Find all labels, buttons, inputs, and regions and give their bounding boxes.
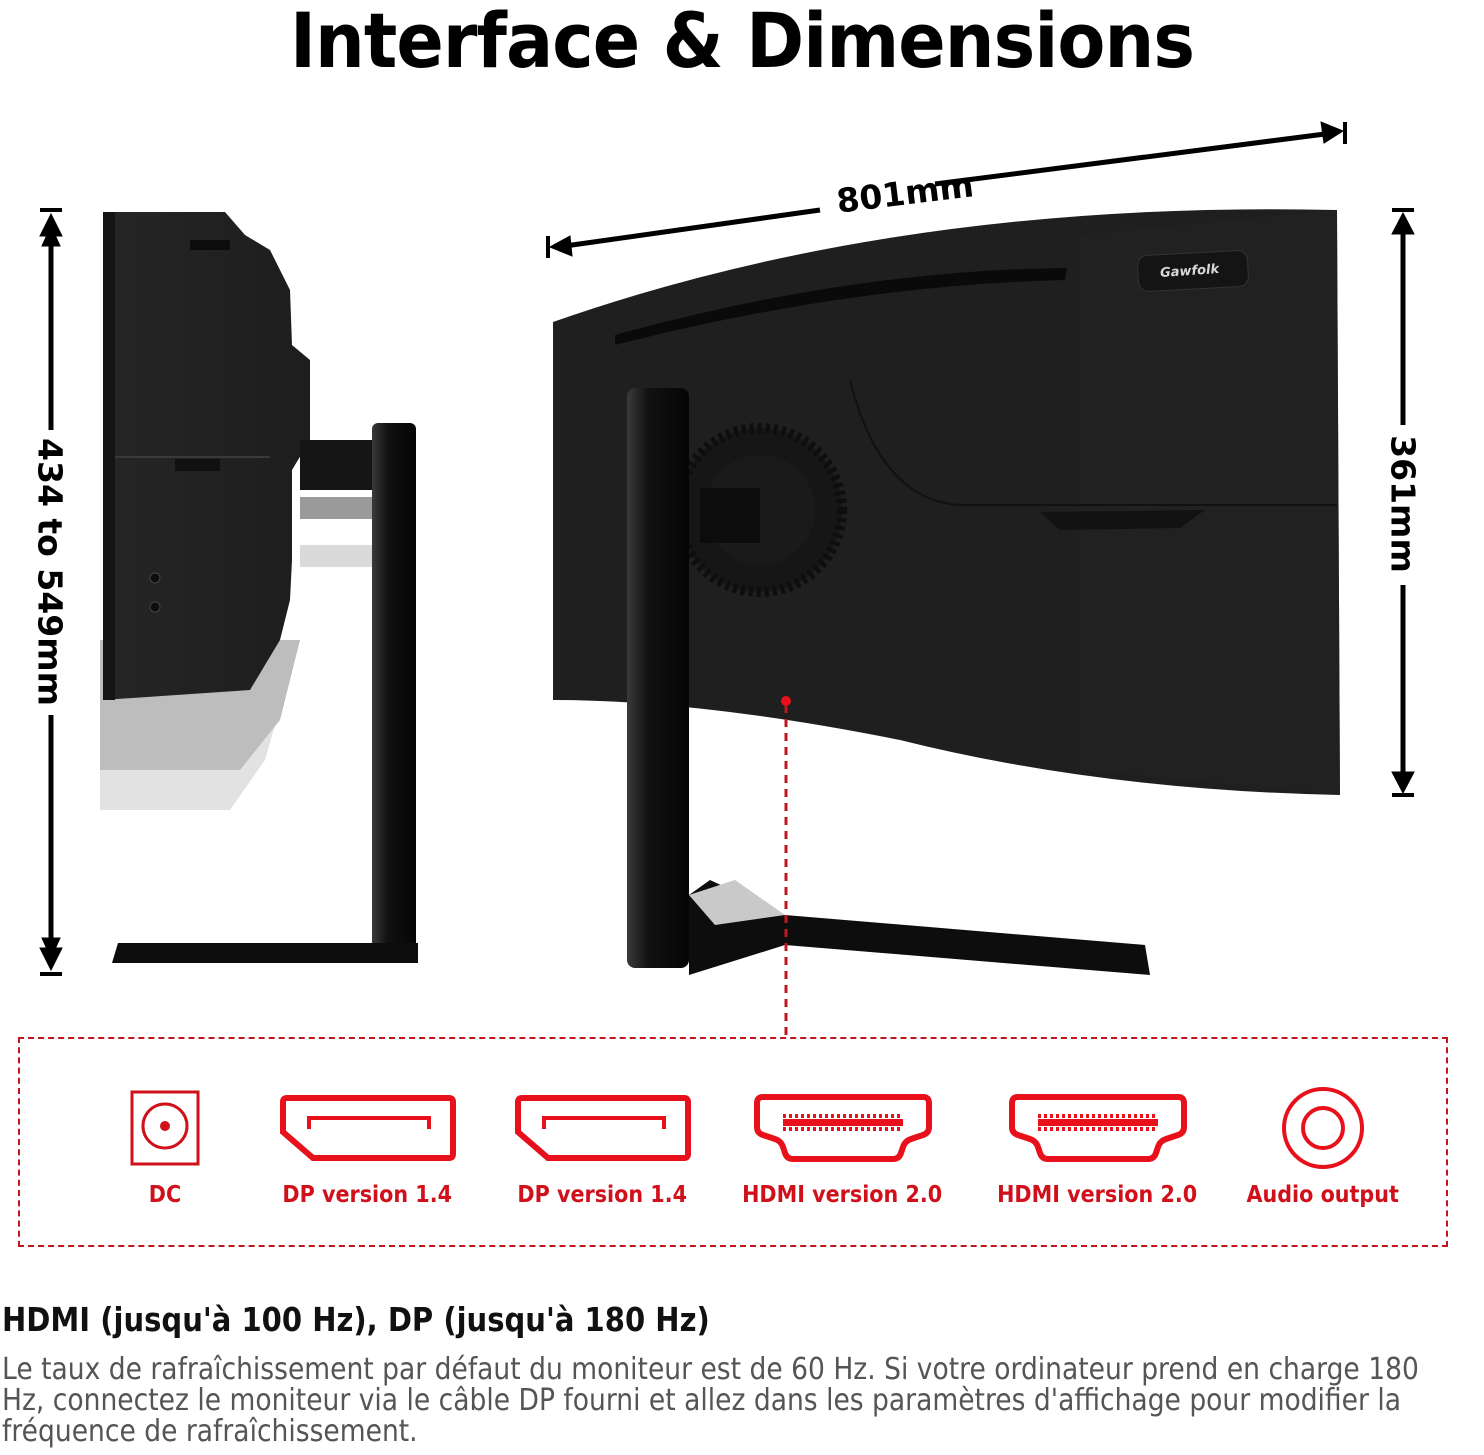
port-dp-2: DP version 1.4 — [505, 1085, 700, 1208]
port-label: Audio output — [1246, 1182, 1399, 1208]
hdmi-icon — [1008, 1085, 1188, 1170]
dc-power-icon — [130, 1085, 200, 1170]
page-title: Interface & Dimensions — [289, 0, 1195, 85]
port-dp-1: DP version 1.4 — [270, 1085, 465, 1208]
port-hdmi-2: HDMI version 2.0 — [985, 1085, 1210, 1208]
height-range-label: 434 to 549mm — [30, 438, 70, 706]
displayport-icon — [279, 1085, 457, 1170]
port-label: DP version 1.4 — [282, 1182, 453, 1208]
port-label: HDMI version 2.0 — [742, 1182, 943, 1208]
port-hdmi-1: HDMI version 2.0 — [730, 1085, 955, 1208]
ports-panel — [18, 1037, 1448, 1247]
monitor-illustration — [39, 121, 1415, 1037]
port-label: HDMI version 2.0 — [997, 1182, 1198, 1208]
port-dc: DC — [110, 1085, 220, 1208]
width-arrow — [546, 121, 1347, 258]
side-view-monitor — [100, 212, 418, 963]
displayport-icon — [514, 1085, 692, 1170]
height-range-arrow — [39, 208, 63, 976]
port-label: DP version 1.4 — [517, 1182, 688, 1208]
hdmi-icon — [753, 1085, 933, 1170]
audio-output-icon — [1280, 1085, 1366, 1170]
rear-view-monitor — [553, 209, 1340, 1037]
port-audio: Audio output — [1235, 1085, 1410, 1208]
refresh-rate-description: Le taux de rafraîchissement par défaut d… — [2, 1352, 1419, 1449]
panel-height-arrow — [1391, 208, 1415, 797]
panel-height-label: 361mm — [1383, 435, 1423, 573]
refresh-rate-heading: HDMI (jusqu'à 100 Hz), DP (jusqu'à 180 H… — [2, 1300, 710, 1339]
port-label: DC — [148, 1182, 182, 1208]
